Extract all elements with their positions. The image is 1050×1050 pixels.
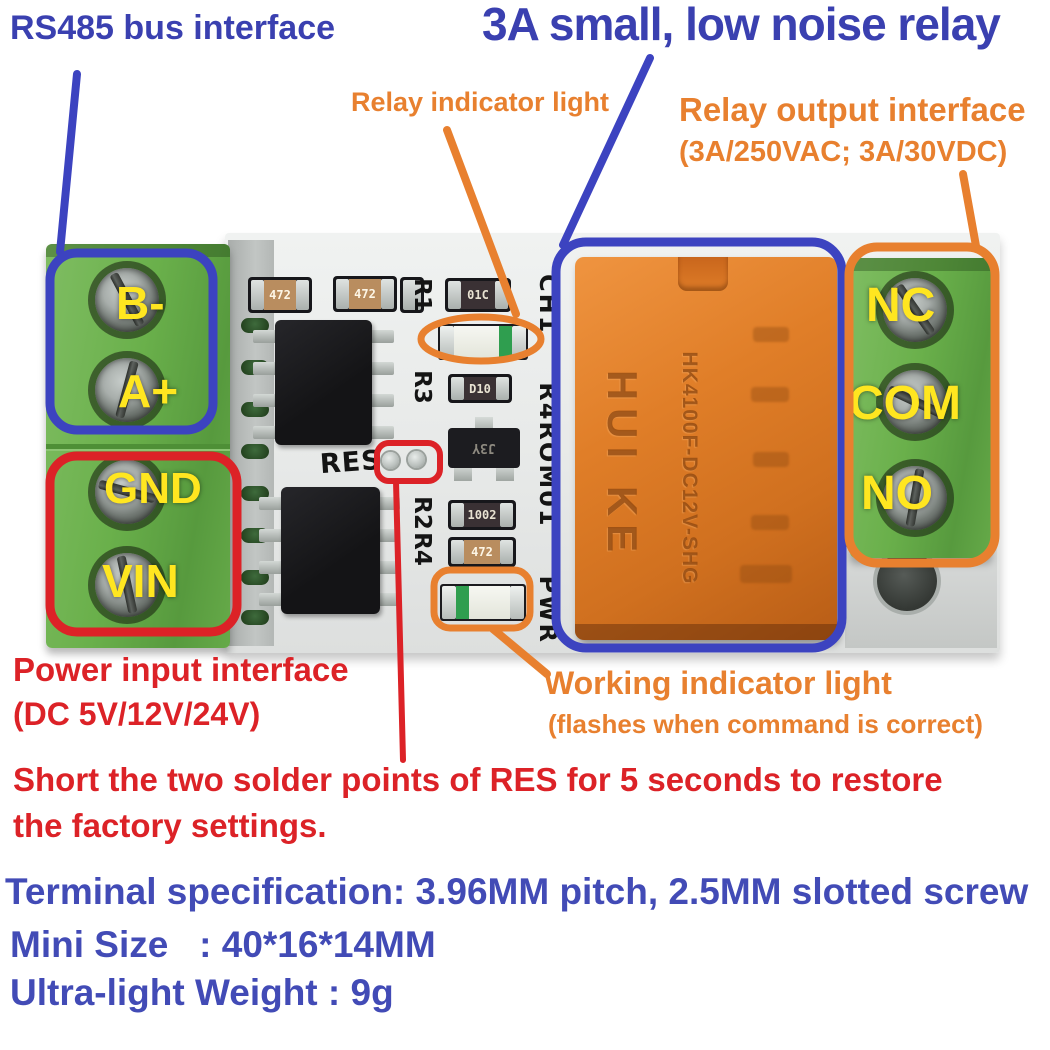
ic-pin (259, 593, 283, 606)
resistor-1002: 1002 (448, 500, 516, 530)
ic-pin (253, 330, 277, 343)
relay-base-edge (575, 624, 837, 640)
resistor-472-top1: 472 (248, 277, 312, 313)
working-indicator-label: Working indicator light (544, 665, 892, 701)
spec-terminal: Terminal specification: 3.96MM pitch, 2.… (5, 871, 1029, 912)
ic-pin (253, 394, 277, 407)
ic-chip-bottom (281, 487, 380, 614)
ic-pin (370, 394, 394, 407)
terminal-top-face (850, 258, 992, 271)
transistor-leg (496, 465, 514, 481)
ic-pin (370, 330, 394, 343)
relay-emboss-mark (751, 387, 789, 402)
solder-pad (400, 277, 424, 313)
relay-brand-text: HUI KE (599, 369, 646, 561)
ic-pin (259, 529, 283, 542)
terminal-seam (46, 444, 230, 449)
edge-pad (241, 318, 269, 333)
relay-model-text: HK4100F-DC12V-SHG (678, 351, 701, 585)
silkscreen-model-column: CH1 R4ROM01 PWR (528, 274, 562, 644)
res-note-line1: Short the two solder points of RES for 5… (13, 761, 943, 798)
diode-01c: 01C (445, 278, 511, 312)
ic-pin (370, 426, 394, 439)
diode-d10: D10 (448, 374, 512, 403)
page-title: 3A small, low noise relay (482, 0, 1001, 50)
ic-pin (370, 362, 394, 375)
relay-body: HUI KE HK4100F-DC12V-SHG (575, 257, 837, 640)
ic-pin (253, 362, 277, 375)
relay-indicator-label: Relay indicator light (351, 87, 610, 117)
terminal-label-gnd: GND (104, 464, 202, 513)
terminal-label-a-plus: A+ (118, 365, 179, 417)
power-input-spec: (DC 5V/12V/24V) (13, 696, 261, 732)
relay-output-label: Relay output interface (679, 91, 1026, 128)
power-input-label: Power input interface (13, 651, 349, 688)
res-note-line2: the factory settings. (13, 807, 327, 844)
edge-pad (241, 444, 269, 459)
silkscreen-r2: R2 (408, 496, 435, 530)
terminal-label-com: COM (849, 377, 961, 430)
silkscreen-pwr: PWR (534, 575, 562, 644)
relay-emboss-mark (751, 515, 789, 530)
silkscreen-r4: R4 (408, 532, 435, 566)
resistor-472-top2: 472 (333, 276, 397, 312)
ic-pin (259, 561, 283, 574)
ic-pin (253, 426, 277, 439)
terminal-label-vin: VIN (102, 555, 179, 607)
res-solder-point-1 (382, 452, 399, 469)
relay-indicator-led (438, 324, 528, 360)
relay-emboss-mark (753, 327, 789, 342)
ic-chip-top (275, 320, 372, 445)
rs485-label: RS485 bus interface (10, 9, 336, 47)
resistor-472-bottom: 472 (448, 537, 516, 567)
transistor-leg (454, 465, 472, 481)
working-indicator-spec: (flashes when command is correct) (548, 709, 983, 739)
mounting-hole (877, 551, 937, 611)
terminal-label-nc: NC (866, 279, 936, 332)
relay-emboss-mark (753, 452, 789, 467)
silkscreen-res: RES (318, 444, 383, 481)
terminal-label-b-minus: B- (116, 277, 165, 329)
relay-notch (678, 257, 728, 291)
relay-emboss-mark (740, 565, 792, 583)
spec-size: Mini Size : 40*16*14MM (10, 924, 436, 965)
edge-pad (241, 610, 269, 625)
transistor-j3y: J3Y (448, 417, 520, 485)
spec-weight: Ultra-light Weight : 9g (10, 972, 394, 1013)
relay-output-spec: (3A/250VAC; 3A/30VDC) (679, 136, 1008, 168)
silkscreen-r1: R1 (408, 278, 435, 312)
res-solder-point-2 (408, 451, 425, 468)
ic-pin (259, 497, 283, 510)
silkscreen-r4rom01: R4ROM01 (534, 382, 562, 528)
terminal-top-face (46, 244, 230, 257)
power-indicator-led (440, 584, 526, 621)
silkscreen-r3: R3 (408, 370, 435, 404)
silkscreen-ch1: CH1 (534, 274, 562, 335)
terminal-label-no: NO (861, 467, 933, 520)
